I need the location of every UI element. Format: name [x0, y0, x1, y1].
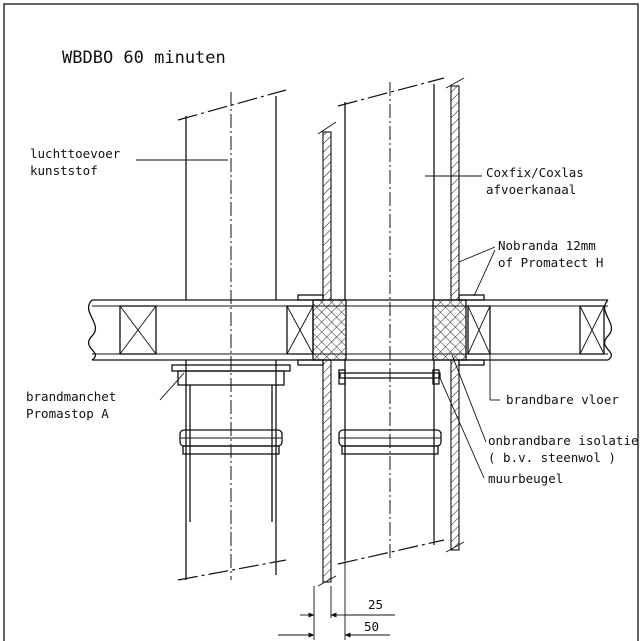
cover-plate	[458, 359, 485, 366]
dimension-lines	[278, 560, 395, 640]
insulation-right	[432, 299, 467, 361]
label-exhaust-line2: afvoerkanaal	[486, 182, 576, 197]
label-insulation-line1: onbrandbare isolatie	[488, 433, 639, 448]
label-exhaust-line1: Coxfix/Coxlas	[486, 165, 584, 180]
label-air-supply-line1: luchttoevoer	[30, 146, 121, 161]
label-wall-bracket: muurbeugel	[488, 471, 563, 486]
joist	[467, 305, 491, 355]
drawing-title: WBDBO 60 minuten	[62, 48, 226, 68]
insulation-left	[312, 299, 347, 361]
air-supply-pipe	[177, 89, 287, 581]
label-shaft-board-line1: Nobranda 12mm	[498, 238, 596, 253]
label-floor: brandbare vloer	[506, 392, 619, 407]
air-supply-socket	[179, 385, 283, 522]
leader-lines	[136, 159, 500, 479]
label-air-supply-line2: kunststof	[30, 163, 98, 178]
label-fire-collar-line1: brandmanchet	[26, 389, 116, 404]
shaft-board-left	[322, 131, 332, 583]
label-insulation-line2: ( b.v. steenwol )	[488, 450, 616, 465]
joist	[579, 305, 605, 355]
dimension-25: 25	[368, 597, 383, 612]
label-shaft-board-line2: of Promatect H	[498, 255, 603, 270]
exhaust-duct	[337, 77, 445, 565]
joist	[119, 305, 157, 355]
wall-bracket	[338, 369, 441, 385]
dimension-50: 50	[364, 619, 379, 634]
floor-slab	[87, 299, 613, 361]
drawing-frame	[3, 3, 639, 641]
cover-plate	[297, 359, 324, 366]
fire-collar	[171, 364, 291, 386]
cover-plate	[458, 294, 485, 301]
label-fire-collar-line2: Promastop A	[26, 406, 109, 421]
shaft-board-right	[450, 85, 460, 551]
cover-plate	[297, 294, 324, 301]
